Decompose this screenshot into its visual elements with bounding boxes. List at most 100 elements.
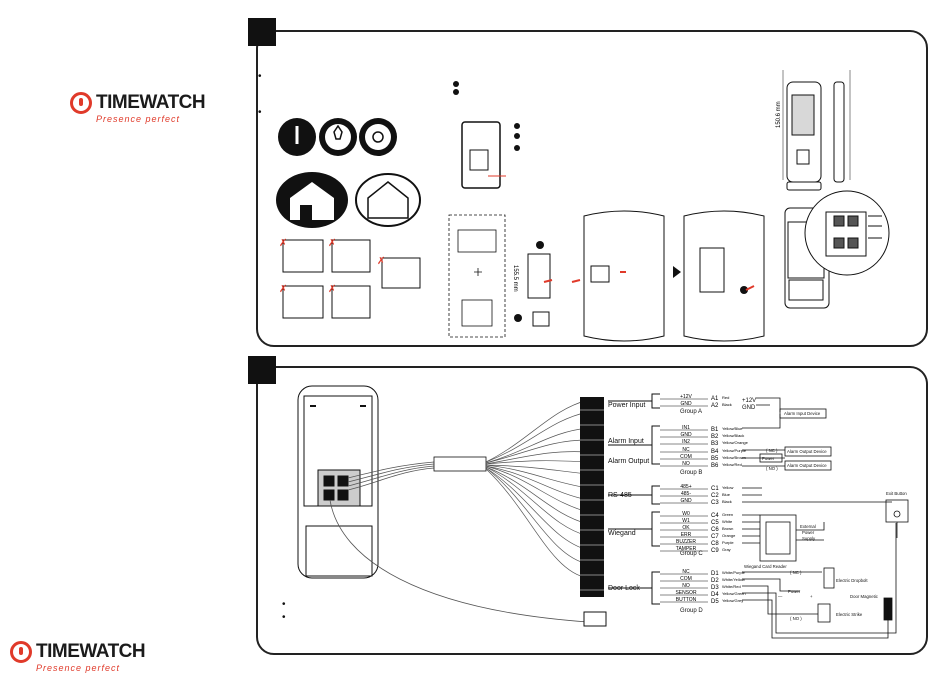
nc-label: ( NC ) <box>766 448 778 453</box>
group-c-label: Group C <box>680 551 703 557</box>
wire-signal-name: +12V <box>680 394 692 400</box>
install-arrows <box>543 271 755 291</box>
wire-pin-id: B2 <box>711 434 719 440</box>
wire-color: White/Purple <box>722 570 746 575</box>
wire-pin-id: B6 <box>711 463 719 469</box>
external-power-label-1: External <box>800 524 816 529</box>
brand-tagline: Presence perfect <box>96 114 181 124</box>
wire-color: Purple <box>722 540 734 545</box>
light-condition-icons <box>278 118 397 156</box>
network-plug <box>583 611 607 627</box>
wire-color: Brown <box>722 526 733 531</box>
timewatch-logo-icon <box>70 92 92 114</box>
wire-pin-id: B3 <box>711 441 719 447</box>
electric-strike-label: Electric Strike <box>836 612 863 617</box>
external-devices <box>742 397 909 639</box>
wire-signal-name: 485- <box>681 491 691 497</box>
wire-signal-name: NC <box>682 447 690 453</box>
wall-install-steps <box>527 210 765 342</box>
brand-name: TIMEWATCH <box>36 641 146 662</box>
wire-signal-name: COM <box>680 454 692 460</box>
wire-signal-name: NC <box>682 569 690 575</box>
alarm-output-device-label: Alarm Output Device <box>787 449 827 454</box>
template-height-dimension: 155.5 mm <box>512 265 518 292</box>
wire-pin-id: D3 <box>711 585 719 591</box>
wire-pin-id: C7 <box>711 534 719 540</box>
wire-signal-name: GND <box>680 498 692 504</box>
alarm-output-device-label: Alarm Output Device <box>787 463 827 468</box>
wiegand-label: Wiegand <box>608 530 636 537</box>
wire-color: Black <box>722 499 732 504</box>
wire-pin-id: D1 <box>711 571 719 577</box>
group-b-label: Group B <box>680 470 702 476</box>
wire-signal-name: NO <box>682 461 690 467</box>
external-power-label-3: Supply <box>802 536 816 541</box>
mounting-plate <box>461 121 506 189</box>
group-a-label: Group A <box>680 409 702 415</box>
wire-pin-id: B4 <box>711 449 719 455</box>
svg-text:✗: ✗ <box>328 238 336 249</box>
wire-signal-name: IN1 <box>682 425 690 431</box>
bullet-mark: • <box>282 612 286 623</box>
wire-pin-id: D4 <box>711 592 719 598</box>
power-plus-label: + <box>810 594 813 599</box>
brand-name: TIMEWATCH <box>96 92 206 113</box>
svg-text:✗: ✗ <box>279 238 287 249</box>
power-input-label: Power Input <box>608 402 645 409</box>
warning-cross-icons: ✗ ✗ ✗ ✗ ✗ <box>279 238 385 295</box>
power-minus-label: — <box>778 594 783 599</box>
wire-pin-id: C1 <box>711 486 719 492</box>
wire-signal-name: BUTTON <box>676 597 697 603</box>
wire-signal-name: GND <box>680 401 692 407</box>
wire-color: Orange <box>722 533 736 538</box>
wire-color: Yellow/Brown <box>722 455 746 460</box>
wire-signal-name: BUZZER <box>676 539 696 545</box>
wire-signal-name: ERR <box>681 532 692 538</box>
wire-pin-id: C8 <box>711 541 719 547</box>
cable-bundle <box>329 456 589 623</box>
section-badge-1 <box>248 18 276 46</box>
no-label: ( NO ) <box>766 466 778 471</box>
power-label: Power <box>762 456 775 461</box>
alarm-input-label: Alarm Input <box>608 438 644 445</box>
alarm-input-device-label: Alarm Input Device <box>784 411 821 416</box>
wire-color: Yellow/Red <box>722 462 742 467</box>
wire-color: Yellow/Purple <box>722 448 747 453</box>
lock-no-label: ( NO ) <box>790 616 802 621</box>
wire-color: White/Yellow <box>722 577 745 582</box>
external-power-label-2: Power <box>802 530 815 535</box>
wire-signal-name: GND <box>680 432 692 438</box>
wire-signal-name: SENSOR <box>675 590 697 596</box>
device-back-wiring <box>297 385 379 579</box>
brand-tagline: Presence perfect <box>36 663 121 673</box>
device-dimension-views <box>782 70 851 191</box>
wire-pin-id: A2 <box>711 403 719 409</box>
step-markers <box>453 81 520 151</box>
device-back-zoom <box>784 190 890 309</box>
bullet-mark: • <box>282 599 286 610</box>
svg-text:✗: ✗ <box>279 284 287 295</box>
lock-nc-label: ( NC ) <box>790 570 802 575</box>
svg-text:✗: ✗ <box>377 256 385 267</box>
electric-dropbolt-label: Electric Dropbolt <box>836 578 868 583</box>
door-magnetic-label: Door Magnetic <box>850 594 879 599</box>
wiegand-card-reader-label: Wiegand Card Reader <box>744 564 787 569</box>
wire-pin-id: A1 <box>711 396 719 402</box>
wire-pin-id: B5 <box>711 456 719 462</box>
power-out-gnd: GND <box>742 405 756 411</box>
wire-pin-id: C9 <box>711 548 719 554</box>
wire-color: White/Red <box>722 584 741 589</box>
bullet-mark: • <box>258 107 262 118</box>
wire-pin-id: C5 <box>711 520 719 526</box>
wire-pin-id: C2 <box>711 493 719 499</box>
wire-color: Green <box>722 512 733 517</box>
indoor-placement-icons <box>276 172 421 228</box>
wire-color: Yellow/Black <box>722 433 744 438</box>
wire-color: Yellow/Blue <box>722 426 743 431</box>
alarm-output-label: Alarm Output <box>608 458 649 465</box>
do-not-install-examples <box>282 239 421 319</box>
wire-color: Black <box>722 402 732 407</box>
timewatch-logo-icon <box>10 641 32 663</box>
